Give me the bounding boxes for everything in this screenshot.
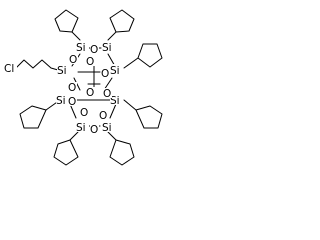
cyclopentyl-ring-bottom-right xyxy=(109,139,135,166)
label-si: Si xyxy=(76,122,86,134)
label-o: O xyxy=(103,88,111,100)
link-cp-right-upper xyxy=(123,57,139,69)
atom-o-lower-left: O xyxy=(68,96,77,108)
label-cl: Cl xyxy=(4,63,14,75)
atom-o-bottom: O xyxy=(90,124,99,136)
label-o: O xyxy=(90,124,98,136)
link-cp-bottom-left xyxy=(69,131,79,141)
cyclopentyl-ring-top-right xyxy=(109,9,135,33)
atom-o-mid-center: O xyxy=(86,87,95,99)
link-cp-right-mid xyxy=(123,99,137,111)
label-o: O xyxy=(80,107,88,119)
atom-o-lower-right: O xyxy=(99,110,108,122)
label-si: Si xyxy=(110,65,120,77)
atom-si-left-lower: Si xyxy=(56,94,69,107)
label-o: O xyxy=(68,96,76,108)
label-si: Si xyxy=(56,95,66,107)
cyclopentyl-ring-bottom-left xyxy=(53,139,79,166)
atom-o-top: O xyxy=(90,44,99,56)
structure-svg: Cl Si Si Si Si Si Si Si xyxy=(3,9,163,166)
cyclopentyl-ring-left-mid xyxy=(19,105,47,129)
chloropropyl-chain xyxy=(15,59,59,71)
label-o: O xyxy=(86,56,94,68)
atom-si-left-upper: Si xyxy=(57,64,70,77)
atom-si-top-left: Si xyxy=(76,41,89,54)
atom-o-upper-center: O xyxy=(86,56,95,68)
atom-si-right-lower: Si xyxy=(110,94,123,107)
label-si: Si xyxy=(102,122,112,134)
link-cp-top-left xyxy=(71,31,81,41)
cyclopentyl-ring-top-left xyxy=(54,9,79,33)
atom-o-mid-left: O xyxy=(68,82,77,94)
label-o: O xyxy=(99,110,107,122)
atom-o-lower-center: O xyxy=(80,107,89,119)
atom-o-mid-right: O xyxy=(103,88,112,100)
label-si: Si xyxy=(102,42,112,54)
label-o: O xyxy=(101,68,109,80)
label-o: O xyxy=(90,44,98,56)
label-si: Si xyxy=(57,65,67,77)
label-si: Si xyxy=(110,95,120,107)
cage-bond-right-lower xyxy=(109,103,117,119)
label-o: O xyxy=(68,82,76,94)
link-cp-bottom-right xyxy=(107,131,117,141)
cage-bond-left-lower xyxy=(69,103,77,119)
cyclopentyl-ring-right-upper xyxy=(137,43,163,68)
atom-si-right-upper: Si xyxy=(110,64,123,77)
atom-o-upper-left: O xyxy=(69,54,78,66)
atom-o-upper-right: O xyxy=(101,68,110,80)
atom-si-bottom-left: Si xyxy=(76,121,89,134)
atom-cl: Cl xyxy=(3,62,17,75)
molecule-diagram: Cl Si Si Si Si Si Si Si xyxy=(0,0,168,171)
atom-si-top-right: Si xyxy=(102,41,115,54)
label-o: O xyxy=(86,87,94,99)
link-cp-top-right xyxy=(107,31,117,41)
cyclopentyl-ring-right-mid xyxy=(135,105,163,129)
label-si: Si xyxy=(76,42,86,54)
atoms: Cl Si Si Si Si Si Si Si xyxy=(3,41,123,136)
label-o: O xyxy=(69,54,77,66)
atom-si-bottom-right: Si xyxy=(102,121,115,134)
